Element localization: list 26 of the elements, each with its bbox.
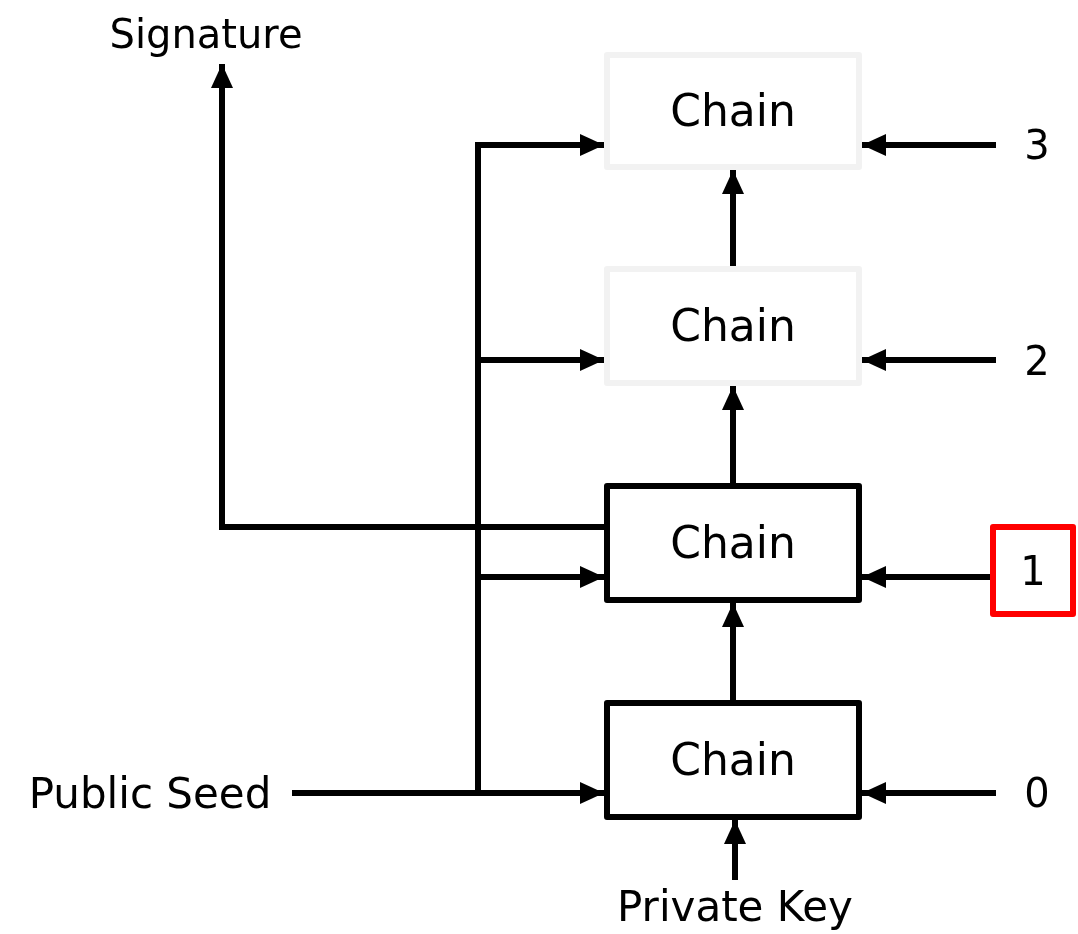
chain-box — [604, 52, 862, 170]
arrow — [722, 603, 744, 700]
box-label: Chain — [670, 86, 796, 136]
arrow — [862, 566, 990, 588]
node-label: Public Seed — [28, 770, 272, 818]
arrow — [862, 134, 996, 156]
node-label: 0 — [1024, 771, 1050, 815]
node-label: Private Key — [617, 883, 853, 931]
node-label: Signature — [109, 12, 303, 56]
chain-box — [604, 483, 862, 603]
arrow — [722, 386, 744, 483]
chain-box — [990, 524, 1076, 617]
arrow — [722, 170, 744, 266]
box-label: Chain — [670, 735, 796, 785]
chain-box — [604, 700, 862, 820]
arrow — [292, 134, 604, 796]
arrow — [724, 820, 746, 880]
node-label: 3 — [1024, 123, 1050, 167]
chain-box — [604, 266, 862, 386]
node-label: 2 — [1024, 339, 1050, 383]
box-label: Chain — [670, 518, 796, 568]
box-label: Chain — [670, 301, 796, 351]
box-label: 1 — [1020, 548, 1046, 593]
arrow — [862, 349, 996, 371]
arrow — [211, 64, 604, 530]
arrow — [862, 782, 996, 804]
